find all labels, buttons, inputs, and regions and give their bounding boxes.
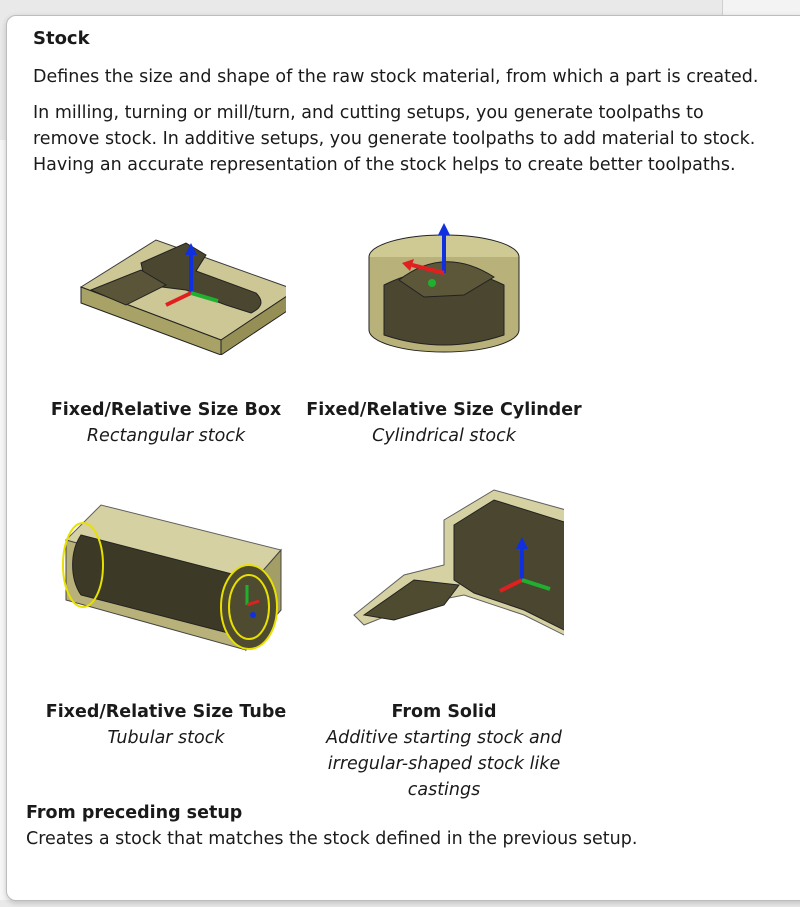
tube-stock-illustration (62, 504, 282, 652)
box-stock-illustration (79, 239, 286, 355)
footer-description: Creates a stock that matches the stock d… (26, 829, 638, 849)
footer-section: From preceding setup Creates a stock tha… (26, 800, 637, 852)
option-subtitle: Rectangular stock (86, 426, 246, 446)
option-title: From Solid (391, 702, 497, 722)
option-from-solid: From Solid Additive starting stock and i… (304, 485, 584, 800)
stock-options-grid: Fixed/Relative Size Box Rectangular stoc… (26, 215, 626, 800)
stock-tooltip: Stock Defines the size and shape of the … (6, 15, 800, 901)
footer-title: From preceding setup (26, 803, 243, 823)
option-tube: Fixed/Relative Size Tube Tubular stock (26, 485, 306, 748)
option-box: Fixed/Relative Size Box Rectangular stoc… (26, 215, 306, 446)
option-cylinder: Fixed/Relative Size Cylinder Cylindrical… (304, 215, 584, 446)
option-title: Fixed/Relative Size Cylinder (306, 400, 582, 420)
tooltip-description: In milling, turning or mill/turn, and cu… (33, 103, 756, 175)
option-title: Fixed/Relative Size Box (50, 400, 282, 420)
option-title: Fixed/Relative Size Tube (45, 702, 287, 722)
option-subtitle: Additive starting stock and irregular-sh… (326, 728, 562, 800)
option-subtitle: Cylindrical stock (372, 426, 516, 446)
tooltip-intro: Defines the size and shape of the raw st… (33, 67, 759, 87)
tooltip-title: Stock (33, 28, 90, 49)
cylinder-stock-illustration (368, 223, 520, 353)
solid-stock-illustration (353, 489, 564, 636)
background-window-edge (0, 140, 10, 900)
background-panel-corner (722, 0, 800, 18)
option-subtitle: Tubular stock (107, 728, 225, 748)
